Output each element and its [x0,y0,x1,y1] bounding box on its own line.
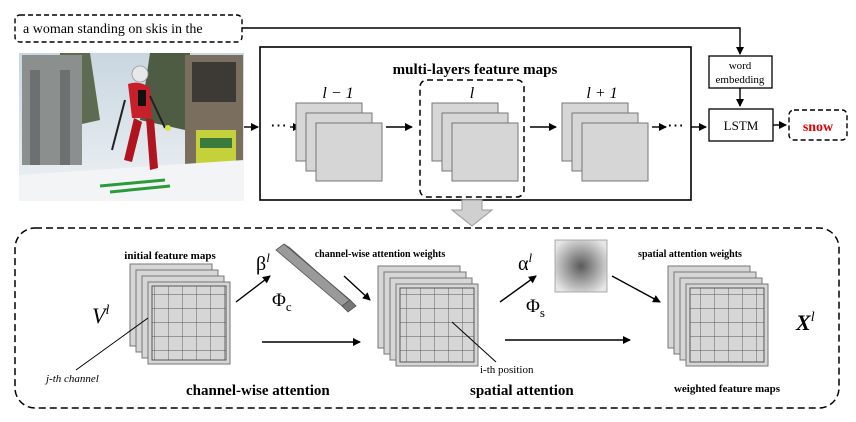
output-word: snow [803,120,834,135]
jth-channel-label: j-th channel [44,373,99,385]
spatial-attention-map [554,239,608,293]
ellipsis-left: ⋯ [270,116,287,135]
layer-label-l: l [470,85,475,102]
jth-channel-pointer [75,317,149,371]
beta-label: βl [256,250,270,275]
channel-attention-label: channel-wise attention [186,383,330,399]
ith-position-pointer [451,321,497,363]
arrow-alpha-to-output [611,275,661,303]
layer-label-l-minus-1: l − 1 [322,85,353,102]
output-word-box [788,109,848,141]
skier-photo [19,53,244,201]
feature-maps-title: multi-layers feature maps [393,62,558,78]
alpha-label: αl [518,250,532,275]
initial-feature-maps-label: initial feature maps [124,250,216,262]
arrow-to-beta [235,275,271,303]
initial-feature-stack [129,263,231,365]
x-label: Xl [795,310,815,335]
selected-layer-box [419,79,525,198]
feature-stack-l [431,102,519,182]
arrow-beta-to-middle [343,275,371,301]
attention-panel-box [14,227,840,409]
phi-s-label: Φs [526,296,545,320]
spatial-weights-label: spatial attention weights [638,249,742,260]
arrow-to-alpha [499,275,537,303]
feature-stack-l-plus-1 [561,102,649,182]
weighted-maps-label: weighted feature maps [674,383,781,395]
word-embedding-box [708,55,773,89]
phi-c-label: Φc [272,290,292,314]
channel-weighted-stack [377,265,479,367]
expand-down-arrow [450,199,494,227]
word-embedding-line2: embedding [716,74,765,86]
caption-to-embedding-arrow [242,27,744,55]
spatial-attention-label: spatial attention [470,383,574,399]
word-embedding-line1: word [729,60,752,72]
weighted-feature-stack [667,265,769,367]
ith-position-label: i-th position [480,364,534,376]
v-label: Vl [92,303,109,328]
channel-weights-label: channel-wise attention weights [315,249,446,260]
channel-weight-bar [275,243,357,313]
feature-stack-l-minus-1 [295,102,383,182]
caption-input-text: a woman standing on skis in the [23,22,203,37]
layer-label-l-plus-1: l + 1 [586,85,617,102]
ellipsis-right: ⋯ [667,116,684,135]
lstm-label: LSTM [724,118,759,133]
